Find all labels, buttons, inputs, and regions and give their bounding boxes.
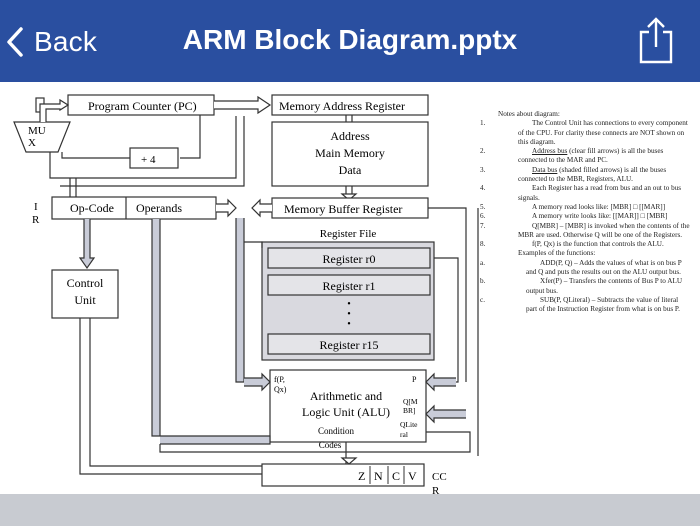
note-subitem: c.SUB(P, QLiteral) – Subtracts the value…: [480, 295, 680, 314]
notes-heading: Notes about diagram:: [498, 110, 560, 118]
mux-label-2: X: [28, 137, 36, 149]
alu-fp-label-1: f(P,: [274, 375, 285, 384]
document-title: ARM Block Diagram.pptx: [182, 24, 518, 55]
opcode-label: Op-Code: [70, 201, 114, 215]
note-item: 7.Q[MBR] – [MBR] is invoked when the con…: [480, 221, 690, 239]
alu-label-1: Arithmetic and: [310, 389, 382, 403]
alu-qm-label-1: Q[M: [403, 397, 418, 406]
condition-codes-label-1: Condition: [318, 426, 355, 436]
note-item: 2.Address bus (clear fill arrows) is all…: [480, 147, 664, 165]
top-bar: Back ARM Block Diagram.pptx: [0, 0, 700, 82]
ccr-label-1: CC: [432, 471, 447, 483]
ellipsis-dot-1: •: [347, 299, 351, 310]
alu-ql-label-2: ral: [400, 430, 408, 439]
alu-box: [269, 369, 427, 443]
memory-label-1: Address: [330, 129, 370, 143]
note-item: 1.The Control Unit has connections to ev…: [480, 119, 688, 146]
ir-label-i: I: [34, 201, 38, 213]
note-item: 6.A memory write looks like: [[MAR]] □ […: [480, 212, 668, 221]
slide-canvas: Program Counter (PC) Memory Address Regi…: [0, 82, 700, 494]
ellipsis-dot-2: •: [347, 309, 351, 320]
mar-label: Memory Address Register: [279, 99, 405, 113]
mux-label-1: MU: [28, 125, 46, 137]
register-r0-box: [267, 247, 431, 269]
register-file-label: Register File: [320, 228, 377, 240]
register-r1-label: Register r1: [323, 279, 376, 293]
mbr-label: Memory Buffer Register: [284, 202, 402, 216]
note-item: 8.f(P, Qx) is the function that controls…: [480, 240, 664, 258]
flag-v: V: [408, 469, 417, 483]
main-memory-box: [271, 121, 429, 187]
bottom-toolbar: [0, 494, 700, 526]
chevron-left-icon: [7, 27, 23, 57]
note-subitem: b.Xfer(P) – Transfers the contents of Bu…: [480, 277, 683, 295]
flag-n: N: [374, 469, 383, 483]
alu-label-2: Logic Unit (ALU): [302, 405, 390, 419]
register-r0-label: Register r0: [323, 252, 376, 266]
ir-label-r: R: [32, 214, 40, 226]
mux-block: [13, 121, 71, 153]
share-icon[interactable]: [636, 16, 676, 64]
memory-label-3: Data: [339, 163, 362, 177]
condition-codes-label-2: Codes: [319, 440, 342, 450]
control-unit-label-1: Control: [67, 276, 104, 290]
alu-p-label: P: [412, 375, 417, 384]
arm-block-diagram: Program Counter (PC) Memory Address Regi…: [13, 94, 479, 494]
plus-four-label: + 4: [141, 154, 156, 166]
ccr-box: [261, 463, 425, 487]
pc-label: Program Counter (PC): [88, 99, 197, 113]
ccr-label-2: R: [432, 485, 440, 494]
back-button[interactable]: Back: [6, 22, 97, 62]
flag-z: Z: [358, 469, 365, 483]
alu-qm-label-2: BR]: [403, 406, 416, 415]
memory-label-2: Main Memory: [315, 146, 385, 160]
control-unit-label-2: Unit: [74, 293, 96, 307]
note-item: 4.Each Register has a read from bus and …: [480, 184, 682, 202]
mar-box: [271, 94, 429, 116]
notes-panel: Notes about diagram: 1.The Control Unit …: [478, 110, 690, 315]
register-r1-box: [267, 274, 431, 296]
register-r15-label: Register r15: [320, 338, 379, 352]
operands-label: Operands: [136, 201, 182, 215]
note-item: 3.Data bus (shaded filled arrows) is all…: [480, 165, 667, 184]
note-subitem: a.ADD(P, Q) – Adds the values of what is…: [480, 258, 682, 277]
alu-fp-label-2: Qx): [274, 385, 287, 394]
note-item: 5.A memory read looks like: [MBR] □ [[MA…: [480, 202, 666, 211]
back-label: Back: [34, 26, 98, 57]
ellipsis-dot-3: •: [347, 319, 351, 330]
flag-c: C: [392, 469, 400, 483]
register-r15-box: [267, 333, 431, 355]
control-unit-box: [51, 269, 119, 319]
alu-ql-label-1: QLite: [400, 420, 418, 429]
